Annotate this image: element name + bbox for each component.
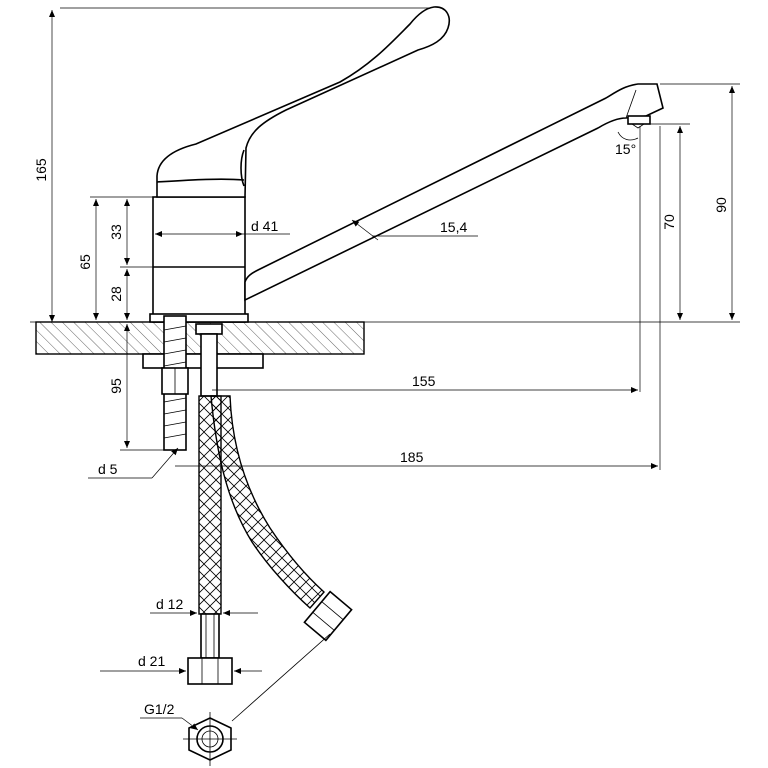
dim-hose-diameter: d 12 — [156, 596, 183, 612]
dim-stud-diameter: d 5 — [98, 461, 118, 477]
dim-thread: G1/2 — [144, 701, 175, 717]
dim-aerator-reach: 155 — [412, 373, 436, 389]
dim-spout-reach: 185 — [400, 449, 424, 465]
dimension-labels: 165 65 33 28 d 41 15,4 15° 70 90 95 155 … — [33, 141, 729, 717]
dim-upper-ring: 33 — [108, 224, 124, 240]
dim-nut-diameter: d 21 — [138, 653, 165, 669]
lever-handle — [156, 6, 450, 198]
dim-aerator-height: 70 — [661, 214, 677, 230]
spout — [244, 83, 664, 302]
dim-spout-diameter: 15,4 — [440, 219, 467, 235]
hose-straight — [187, 395, 233, 685]
dim-stud-length: 95 — [108, 378, 124, 394]
dim-overall-height: 165 — [33, 158, 49, 182]
dim-lower-ring: 28 — [108, 286, 124, 302]
hose-bent — [210, 395, 353, 642]
faucet-body — [149, 196, 249, 323]
dim-body-lower-height: 65 — [77, 254, 93, 270]
fitting-detail-view — [183, 633, 331, 766]
dim-body-diameter: d 41 — [251, 218, 278, 234]
dimension-lines — [30, 7, 740, 731]
dim-spout-angle: 15° — [615, 141, 636, 157]
dim-spout-height: 90 — [713, 197, 729, 213]
